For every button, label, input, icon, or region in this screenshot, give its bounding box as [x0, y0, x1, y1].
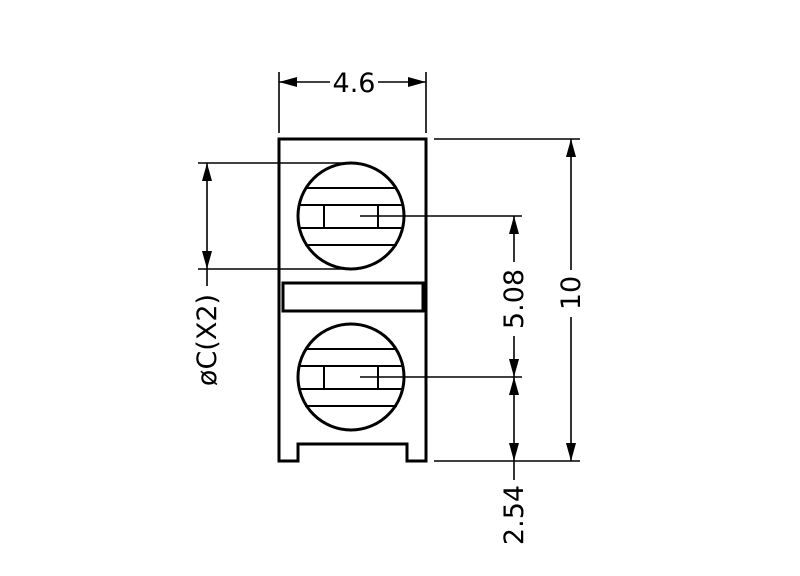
- offset-arrow-bottom: [509, 443, 519, 461]
- pitch-label: 5.08: [499, 269, 530, 329]
- width-dimension: 4.6: [278, 68, 427, 133]
- package-body: [277, 137, 428, 463]
- offset-arrow-top: [509, 377, 519, 395]
- pitch-arrow-top: [509, 216, 519, 234]
- width-arrow-left: [279, 77, 297, 87]
- height-dimension: 10: [434, 138, 587, 462]
- diameter-dimension: øC(X2): [192, 162, 351, 386]
- diameter-label: øC(X2): [192, 294, 223, 386]
- diameter-arrow-bottom: [202, 251, 212, 269]
- height-arrow-top: [566, 139, 576, 157]
- width-label: 4.6: [333, 68, 376, 99]
- width-arrow-right: [408, 77, 426, 87]
- pitch-arrow-bottom: [509, 359, 519, 377]
- height-arrow-bottom: [566, 443, 576, 461]
- height-label: 10: [556, 276, 587, 310]
- offset-label: 2.54: [499, 485, 530, 545]
- diameter-arrow-top: [202, 163, 212, 181]
- pitch-dimension: 5.08: [360, 215, 530, 378]
- offset-dimension: 2.54: [499, 377, 530, 545]
